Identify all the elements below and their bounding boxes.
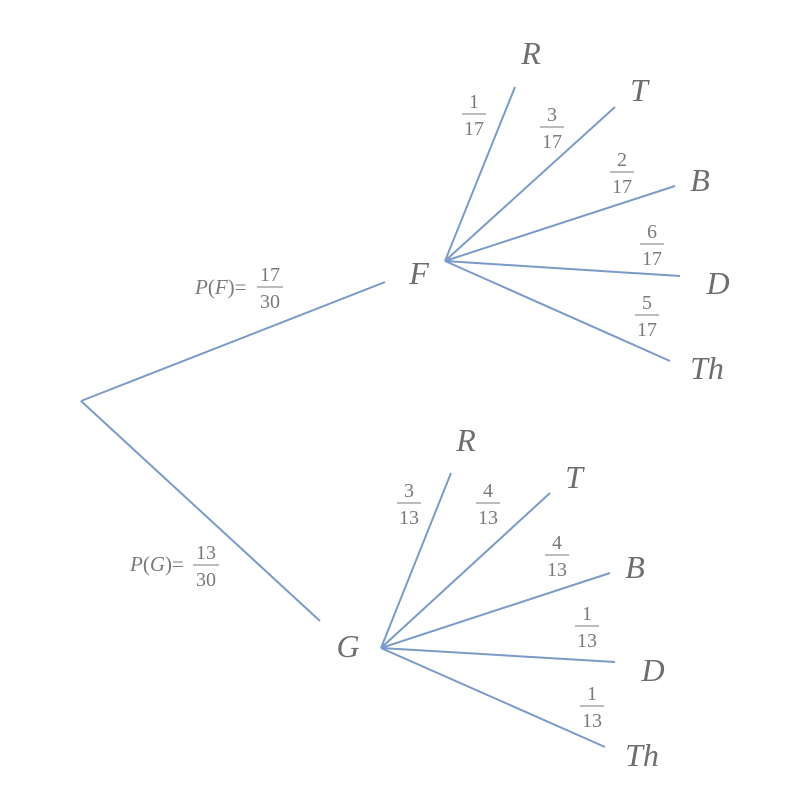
leaf-G-T: T — [565, 459, 585, 495]
frac-F-Th-den: 17 — [637, 319, 657, 341]
edge-F-R — [444, 86, 516, 262]
frac-F-B-num: 2 — [617, 149, 627, 171]
prob-label-F-den: 30 — [260, 291, 280, 313]
frac-F-R: 1 17 — [462, 91, 486, 140]
edge-G-Th — [380, 647, 606, 748]
frac-G-D: 1 13 — [575, 603, 599, 652]
prob-label-F-num: 17 — [260, 264, 280, 286]
frac-G-D-num: 1 — [582, 603, 592, 625]
edge-F-T — [444, 106, 616, 262]
frac-G-T: 4 13 — [476, 480, 500, 529]
frac-G-R-den: 13 — [399, 507, 419, 529]
frac-F-D: 6 17 — [640, 221, 664, 270]
leaf-G-D: D — [640, 652, 664, 688]
prob-label-F-event: F — [214, 275, 228, 299]
frac-G-R: 3 13 — [397, 480, 421, 529]
leaf-F-Th: Th — [690, 350, 724, 386]
frac-G-D-den: 13 — [577, 630, 597, 652]
leaf-G-B: B — [625, 549, 645, 585]
subtree-G: R T B D Th 3 13 4 13 4 13 1 13 1 13 — [380, 422, 665, 773]
leaf-F-B: B — [690, 162, 710, 198]
prob-label-F-name: P — [194, 275, 208, 299]
leaf-F-R: R — [520, 35, 541, 71]
prob-label-G: P(G)= 13 30 — [129, 542, 219, 591]
edge-F-Th — [444, 260, 671, 362]
frac-G-R-num: 3 — [404, 480, 414, 502]
frac-F-D-den: 17 — [642, 248, 662, 270]
leaf-G-Th: Th — [625, 737, 659, 773]
edge-G-T — [380, 492, 551, 649]
prob-label-G-event: G — [150, 552, 165, 576]
prob-label-G-den: 30 — [196, 569, 216, 591]
frac-F-B-den: 17 — [612, 176, 632, 198]
frac-G-T-den: 13 — [478, 507, 498, 529]
prob-label-G-num: 13 — [196, 542, 216, 564]
edge-root-to-F — [80, 281, 386, 402]
prob-label-G-name: P — [129, 552, 143, 576]
leaf-F-T: T — [630, 72, 650, 108]
svg-text:P(G)=: P(G)= — [129, 552, 184, 576]
leaf-G-R: R — [455, 422, 476, 458]
edge-root-to-G — [80, 400, 321, 622]
edge-F-B — [444, 185, 676, 262]
frac-G-T-num: 4 — [483, 480, 493, 502]
frac-G-B: 4 13 — [545, 532, 569, 581]
frac-F-T-den: 17 — [542, 131, 562, 153]
frac-G-Th-num: 1 — [587, 683, 597, 705]
edge-G-R — [380, 472, 452, 649]
frac-F-Th-num: 5 — [642, 292, 652, 314]
subtree-F: R T B D Th 1 17 3 17 2 17 6 17 5 17 — [444, 35, 730, 386]
edge-G-D — [380, 647, 616, 663]
frac-F-B: 2 17 — [610, 149, 634, 198]
frac-G-B-den: 13 — [547, 559, 567, 581]
frac-F-Th: 5 17 — [635, 292, 659, 341]
edge-F-D — [444, 260, 681, 277]
frac-G-Th-den: 13 — [582, 710, 602, 732]
leaf-F-D: D — [705, 265, 729, 301]
frac-F-R-num: 1 — [469, 91, 479, 113]
svg-text:P(F)=: P(F)= — [194, 275, 247, 299]
prob-label-F: P(F)= 17 30 — [194, 264, 283, 313]
frac-F-T-num: 3 — [547, 104, 557, 126]
edge-G-B — [380, 572, 611, 649]
frac-G-Th: 1 13 — [580, 683, 604, 732]
frac-F-T: 3 17 — [540, 104, 564, 153]
frac-G-B-num: 4 — [552, 532, 562, 554]
frac-F-R-den: 17 — [464, 118, 484, 140]
frac-F-D-num: 6 — [647, 221, 657, 243]
node-G: G — [336, 628, 359, 664]
node-F: F — [408, 255, 429, 291]
